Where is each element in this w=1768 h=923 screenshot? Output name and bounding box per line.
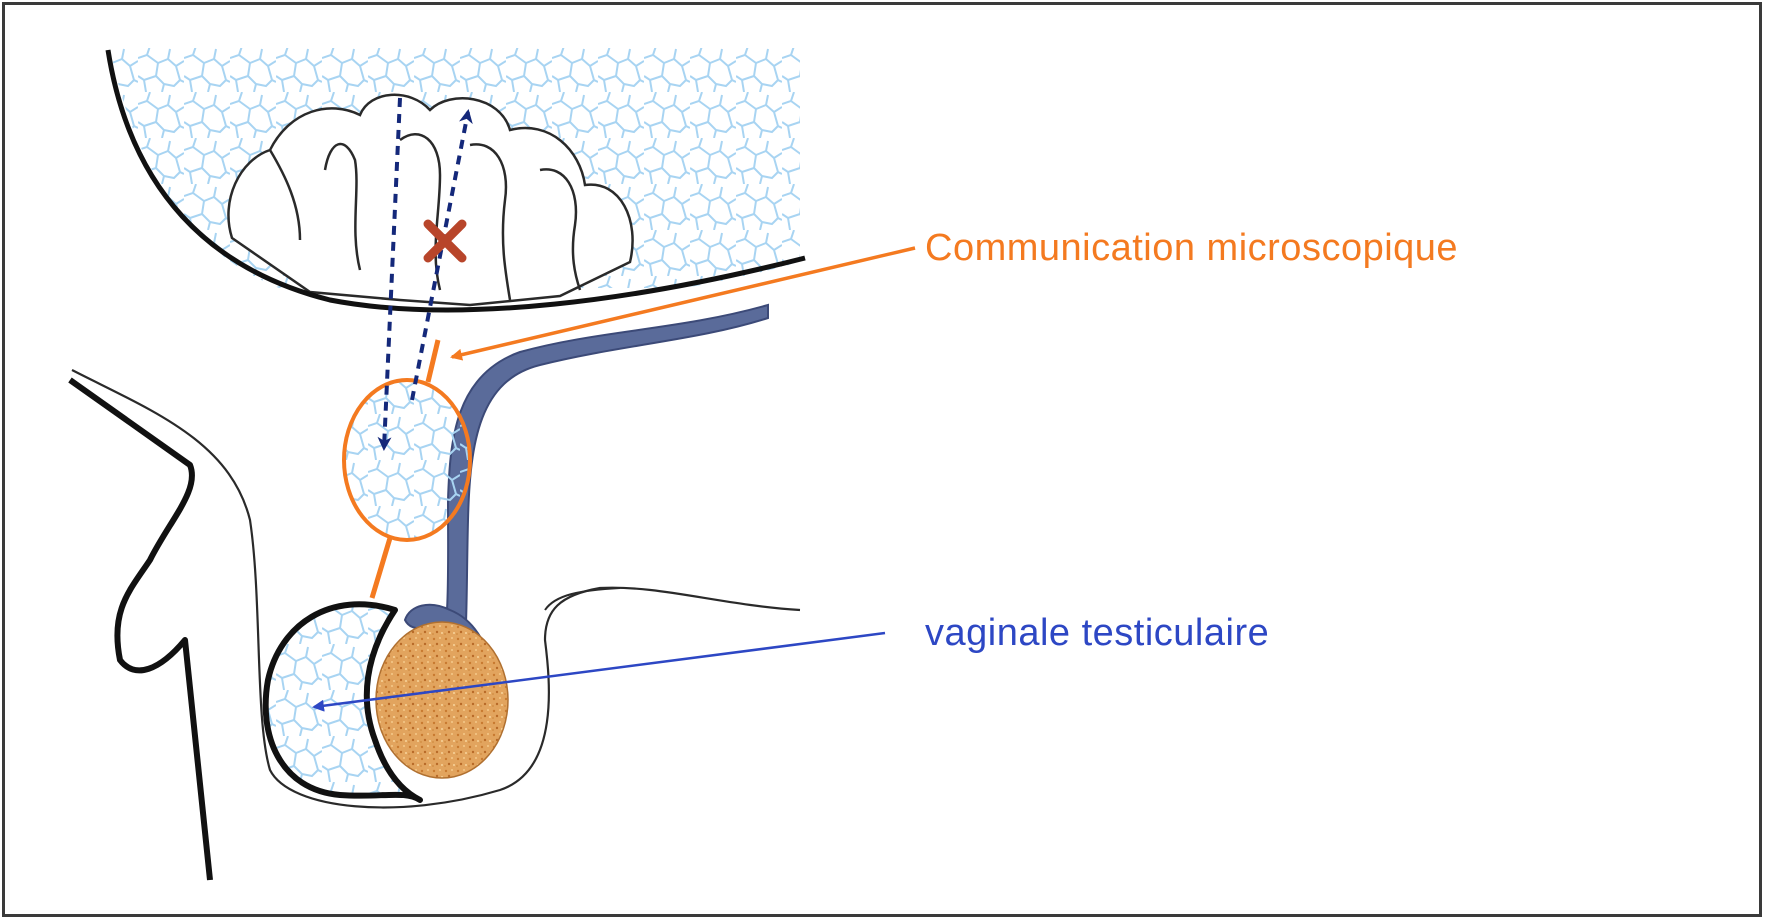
label-communication: Communication microscopique — [925, 227, 1458, 269]
label-vaginale: vaginale testiculaire — [925, 612, 1269, 654]
testis — [376, 622, 508, 778]
cord-hydrocele — [344, 380, 470, 540]
body-contour — [70, 380, 210, 880]
